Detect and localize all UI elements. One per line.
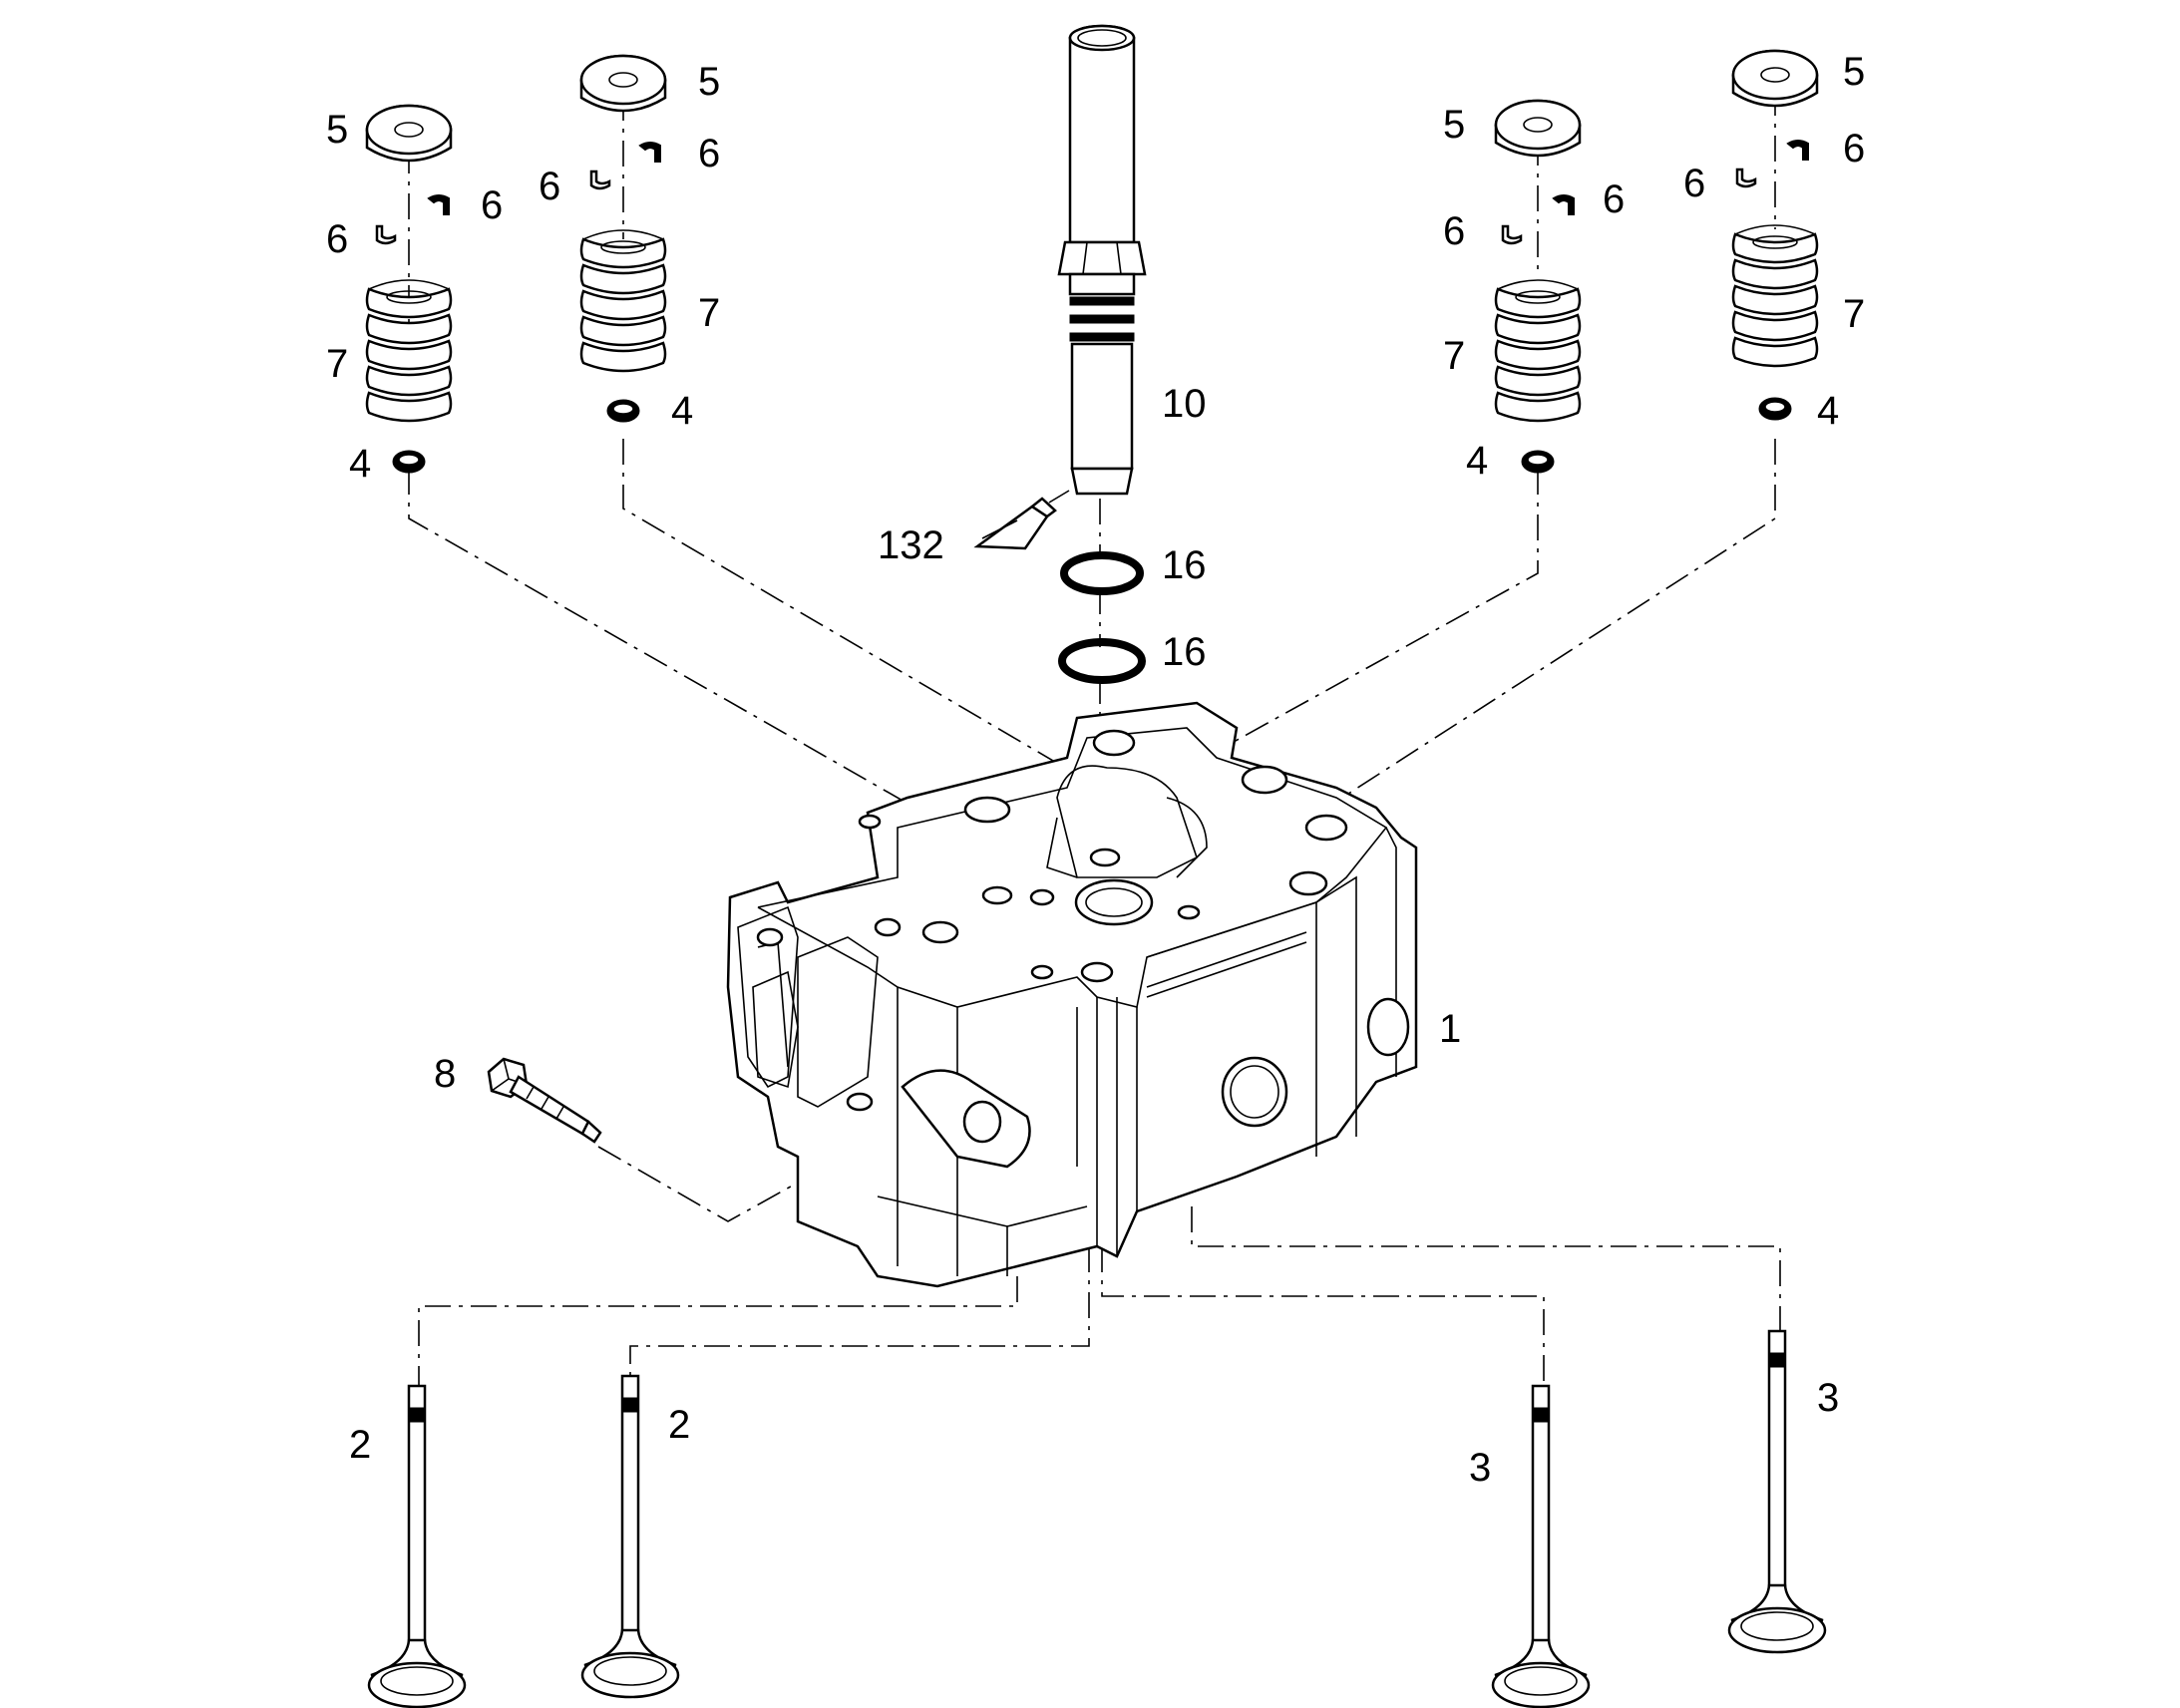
- callout-4: 4: [1466, 439, 1488, 483]
- callout-6: 6: [481, 183, 503, 227]
- callout-6: 6: [1443, 209, 1465, 253]
- sealant-tube-icon: [973, 490, 1070, 550]
- callout-5: 5: [1443, 103, 1465, 147]
- callout-2: 2: [668, 1403, 690, 1447]
- assembly-lines: [408, 90, 1781, 1386]
- callout-labels: 5 5 5 5 6 6 6 6 6 6 6 6 7 7 7 7 4 4 4 4 …: [326, 50, 1865, 1490]
- callout-6: 6: [1603, 177, 1625, 221]
- callout-8: 8: [434, 1052, 456, 1096]
- callout-16: 16: [1162, 630, 1207, 674]
- callout-16: 16: [1162, 543, 1207, 587]
- callout-4: 4: [1817, 389, 1839, 433]
- callout-4: 4: [671, 389, 693, 433]
- valves: [367, 1329, 1827, 1708]
- callout-10: 10: [1162, 382, 1207, 426]
- injector-sleeve: [1057, 24, 1147, 496]
- callout-2: 2: [349, 1423, 371, 1467]
- callout-6: 6: [539, 165, 560, 208]
- callout-4: 4: [349, 442, 371, 486]
- callout-7: 7: [698, 291, 720, 335]
- callout-7: 7: [326, 342, 348, 386]
- callout-6: 6: [1843, 127, 1865, 171]
- callout-5: 5: [326, 108, 348, 152]
- callout-6: 6: [698, 132, 720, 175]
- callout-132: 132: [878, 523, 944, 567]
- callout-5: 5: [698, 60, 720, 104]
- stud: [487, 1057, 602, 1144]
- o-rings: [1058, 551, 1146, 684]
- callout-6: 6: [1683, 162, 1705, 205]
- callout-6: 6: [326, 217, 348, 261]
- callout-7: 7: [1443, 334, 1465, 378]
- callout-7: 7: [1843, 292, 1865, 336]
- callout-5: 5: [1843, 50, 1865, 94]
- callout-1: 1: [1439, 1007, 1461, 1051]
- callout-3: 3: [1469, 1446, 1491, 1490]
- cylinder-head: [726, 701, 1418, 1288]
- callout-3: 3: [1817, 1376, 1839, 1420]
